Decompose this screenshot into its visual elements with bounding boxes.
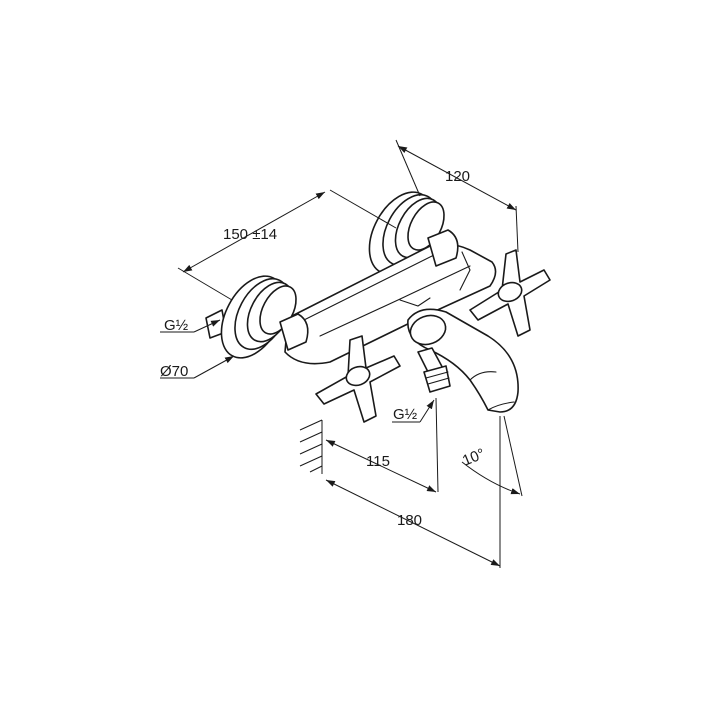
label-width-between-centres: 150 ±14 [223,226,277,243]
outlet-connector [417,347,451,393]
spout [407,308,519,413]
label-depth: 120 [445,168,470,185]
cross-handle-right[interactable] [469,249,551,337]
label-rosette-diameter: Ø70 [160,363,188,380]
label-outlet-thread: G½ [393,406,418,423]
label-outlet-offset: 115 [366,453,390,470]
wall-hatch [299,419,323,474]
label-inlet-thread: G½ [164,317,189,334]
dimension-lines [160,139,523,568]
rosette-front [205,275,297,359]
cross-handle-front[interactable] [315,335,401,423]
label-spout-projection: 180 [397,512,422,529]
label-spout-angle: 10° [460,445,487,469]
faucet-drawing [205,191,551,423]
